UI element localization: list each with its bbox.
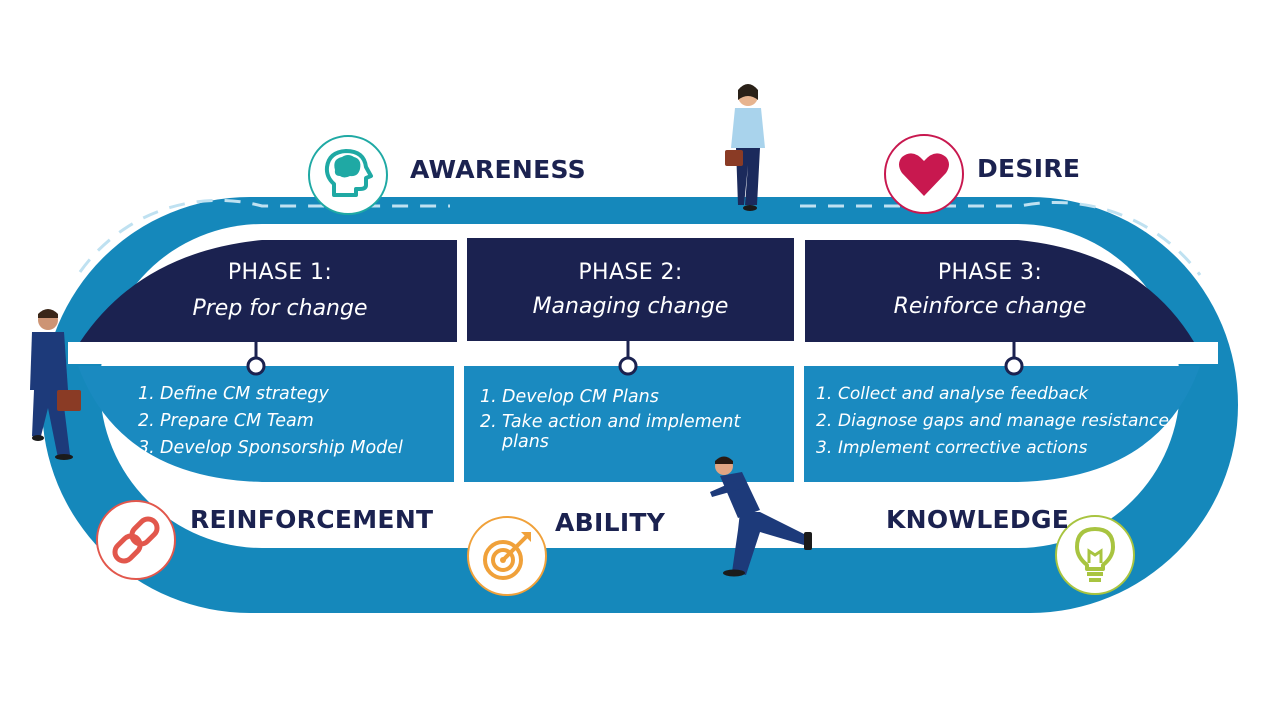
phase-2-head — [467, 238, 794, 341]
pin-1 — [246, 340, 266, 376]
phase-3-header: PHASE 3: Reinforce change — [805, 240, 1175, 340]
pin-3 — [1004, 340, 1024, 376]
phase-1-subtitle: Prep for change — [192, 296, 368, 321]
desire-label: DESIRE — [977, 154, 1081, 183]
phase-3-head — [805, 240, 1194, 342]
heart-icon — [899, 153, 949, 196]
track-dash-left — [78, 198, 450, 273]
woman-walking-figure — [725, 84, 765, 211]
phase-1-header: PHASE 1: Prep for change — [90, 240, 470, 340]
phase-1-head — [80, 240, 457, 342]
man-walking-figure — [30, 309, 81, 460]
phase-2-steps: 1.Develop CM Plans 2.Take action and imp… — [480, 387, 780, 457]
phase-2-header: PHASE 2: Managing change — [467, 240, 794, 340]
track-dash-right — [800, 200, 1202, 276]
phase-3-title: PHASE 3: — [937, 260, 1043, 285]
list-item: 1.Develop CM Plans — [480, 387, 659, 407]
knowledge-badge — [1055, 515, 1135, 595]
lightbulb-icon — [1075, 527, 1115, 582]
phase-3-steps: 1.Collect and analyse feedback 2.Diagnos… — [816, 383, 1200, 464]
phase-1-steps: 1.Define CM strategy 2.Prepare CM Team 3… — [138, 383, 448, 464]
list-item: 1.Define CM strategy — [138, 384, 329, 404]
awareness-label: AWARENESS — [410, 155, 586, 184]
phase-1-panel — [78, 366, 454, 482]
target-arrow-icon — [483, 532, 531, 580]
list-item: 3.Develop Sponsorship Model — [138, 438, 403, 458]
head-brain-icon — [324, 149, 373, 197]
reinforcement-label: REINFORCEMENT — [190, 505, 434, 534]
pin-2 — [618, 340, 638, 376]
chain-link-icon — [112, 516, 160, 564]
phase-1-title: PHASE 1: — [227, 260, 333, 285]
list-item: 1.Collect and analyse feedback — [816, 384, 1089, 404]
reinforcement-badge — [96, 500, 176, 580]
list-item: 2.Take action and implement plans — [480, 412, 741, 452]
ability-label: ABILITY — [555, 508, 666, 537]
phase-3-panel — [804, 366, 1200, 482]
man-running-figure — [710, 456, 812, 577]
phase-2-subtitle: Managing change — [532, 294, 729, 319]
phase-2-title: PHASE 2: — [578, 260, 683, 285]
desire-badge — [884, 134, 964, 214]
phase-3-subtitle: Reinforce change — [893, 294, 1087, 319]
list-item: 3.Implement corrective actions — [816, 438, 1088, 458]
phase-2-panel — [464, 366, 794, 482]
list-item: 2.Diagnose gaps and manage resistance — [816, 411, 1169, 431]
list-item: 2.Prepare CM Team — [138, 411, 314, 431]
center-band — [68, 342, 1218, 364]
knowledge-label: KNOWLEDGE — [886, 505, 1070, 534]
awareness-badge — [308, 135, 388, 215]
ability-badge — [467, 516, 547, 596]
